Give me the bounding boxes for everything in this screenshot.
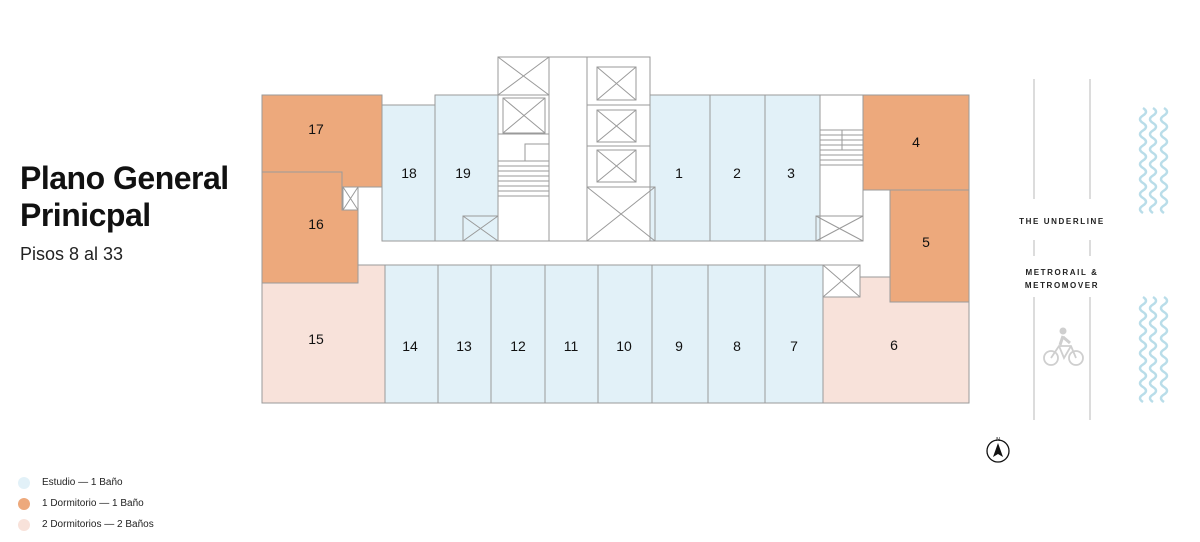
shaft-small	[815, 215, 864, 242]
unit-number-label: 12	[510, 338, 526, 354]
legend-label: 2 Dormitorios — 2 Baños	[42, 519, 154, 530]
elevator	[502, 97, 546, 134]
legend-label: 1 Dormitorio — 1 Baño	[42, 498, 144, 509]
unit-number-label: 8	[733, 338, 741, 354]
title-line-1: Plano General	[20, 160, 229, 196]
wave-line	[1159, 106, 1169, 215]
shaft-tiny	[342, 186, 359, 211]
elevator	[596, 109, 637, 143]
unit-7[interactable]	[764, 264, 824, 404]
building-core	[342, 56, 864, 298]
shaft-small-x	[822, 264, 861, 298]
shaft-large-x	[586, 186, 656, 242]
shaft-small	[462, 215, 499, 242]
elevator	[596, 149, 637, 183]
legend-label: Estudio — 1 Baño	[42, 477, 123, 488]
bicycle-icon	[1043, 327, 1084, 366]
shaft-tiny-x	[342, 186, 359, 211]
title-line-2: Prinicpal	[20, 197, 151, 233]
shaft-small	[822, 264, 861, 298]
unit-number-label: 16	[308, 216, 324, 232]
unit-number-label: 2	[733, 165, 741, 181]
unit-number-label: 15	[308, 331, 324, 347]
wave-line	[1148, 295, 1158, 404]
unit-number-label: 7	[790, 338, 798, 354]
wave-line	[1148, 106, 1158, 215]
wave-line	[1159, 295, 1169, 404]
elevator-x	[596, 149, 637, 183]
north-label: N	[996, 437, 1000, 443]
unit-14[interactable]	[384, 264, 439, 404]
water-waves-icon	[1138, 106, 1169, 404]
legend: Estudio — 1 Baño 1 Dormitorio — 1 Baño 2 D…	[18, 472, 154, 535]
unit-11[interactable]	[544, 264, 599, 404]
shaft-large	[586, 186, 656, 242]
legend-swatch	[18, 518, 30, 531]
unit-number-label: 11	[564, 338, 579, 354]
unit-number-label: 18	[401, 165, 417, 181]
unit-13[interactable]	[437, 264, 492, 404]
unit-number-label: 1	[675, 165, 683, 181]
stair-rail	[820, 130, 843, 151]
road-lines	[1033, 79, 1091, 420]
unit-number-label: 17	[308, 121, 324, 137]
wave-line	[1138, 106, 1148, 215]
unit-number-label: 14	[402, 338, 418, 354]
unit-12[interactable]	[490, 264, 546, 404]
elevator-x	[596, 109, 637, 143]
unit-9[interactable]	[651, 264, 709, 404]
legend-item: 2 Dormitorios — 2 Baños	[18, 514, 154, 535]
north-arrow-icon: N	[986, 437, 1010, 463]
metromover-label: METROMOVER	[1025, 281, 1099, 290]
elevator-x	[596, 66, 637, 101]
metrorail-label: METRORAIL &	[1025, 268, 1098, 277]
legend-item: 1 Dormitorio — 1 Baño	[18, 493, 154, 514]
legend-swatch	[18, 476, 30, 489]
underline-label: THE UNDERLINE	[1019, 217, 1105, 226]
shaft-small-x	[462, 215, 499, 242]
page-title: Plano General Prinicpal	[20, 160, 229, 234]
unit-number-label: 19	[455, 165, 471, 181]
wave-line	[1138, 295, 1148, 404]
unit-17[interactable]	[261, 94, 383, 188]
elevator	[596, 66, 637, 101]
legend-swatch	[18, 497, 30, 510]
floors-subtitle: Pisos 8 al 33	[20, 244, 124, 264]
elevator-x	[502, 97, 546, 134]
shaft-x	[497, 56, 550, 96]
unit-10[interactable]	[597, 264, 653, 404]
stair-rail	[524, 143, 549, 161]
unit-8[interactable]	[707, 264, 766, 404]
unit-number-label: 4	[912, 134, 920, 150]
unit-number-label: 13	[456, 338, 472, 354]
unit-number-label: 9	[675, 338, 683, 354]
unit-number-label: 3	[787, 165, 795, 181]
unit-number-label: 6	[890, 337, 898, 353]
unit-number-label: 5	[922, 234, 930, 250]
shaft-small-x	[815, 215, 864, 242]
unit-number-label: 10	[616, 338, 632, 354]
legend-item: Estudio — 1 Baño	[18, 472, 154, 493]
